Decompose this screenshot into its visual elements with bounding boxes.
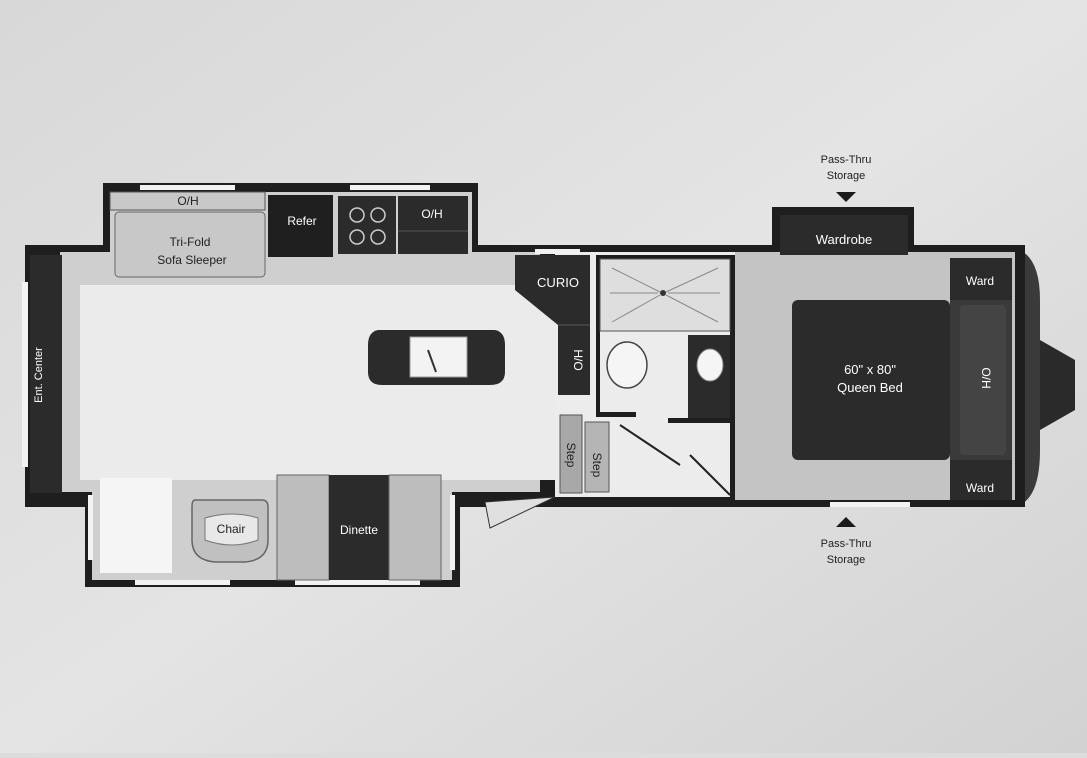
step-left-label: Step xyxy=(564,443,578,468)
curio-cabinet xyxy=(515,255,590,395)
dinette-bench-left xyxy=(276,474,330,581)
ward-bottom-label: Ward xyxy=(966,481,994,495)
bathroom xyxy=(596,255,735,500)
dinette-table xyxy=(329,475,389,580)
window xyxy=(350,185,430,190)
bath-sink-icon xyxy=(696,348,724,382)
refer-label: Refer xyxy=(287,214,316,228)
window xyxy=(22,282,28,467)
window xyxy=(295,580,420,585)
sofa-label-line2: Sofa Sleeper xyxy=(157,253,226,267)
pass-thru-arrow-bottom-icon xyxy=(836,517,856,527)
shower-drain-icon xyxy=(660,290,666,296)
window xyxy=(830,502,910,507)
window xyxy=(535,249,580,254)
burner xyxy=(349,229,365,245)
queen-bed xyxy=(792,300,950,460)
wardrobe-bottom xyxy=(950,460,1012,500)
step-right-label: Step xyxy=(590,453,604,478)
window xyxy=(140,185,235,190)
kitchen-cabinets xyxy=(109,191,468,278)
curio-area xyxy=(515,255,590,395)
pass-thru-bottom-label-line2: Storage xyxy=(827,554,866,566)
window xyxy=(135,580,230,585)
entry-door-swing xyxy=(100,478,172,573)
step-right xyxy=(584,421,610,493)
ho-curio-label: H/O xyxy=(571,349,585,370)
window xyxy=(88,495,93,560)
dinette-bench-right xyxy=(388,474,442,581)
window xyxy=(450,495,455,570)
pass-thru-top-label-line2: Storage xyxy=(827,170,866,182)
wardrobe-label: Wardrobe xyxy=(816,232,873,247)
entry-door xyxy=(484,496,556,529)
ward-top-label: Ward xyxy=(966,274,994,288)
pass-thru-top-label-line1: Pass-Thru xyxy=(821,154,872,166)
entertainment-center xyxy=(30,255,62,493)
faucet-icon xyxy=(427,349,437,373)
oh-cabinet-kitchen xyxy=(398,196,468,254)
sink-icon xyxy=(409,336,468,378)
bedroom xyxy=(792,258,1012,500)
toilet-icon xyxy=(606,341,648,389)
dinette-area xyxy=(100,474,442,581)
ent-center-label: Ent. Center xyxy=(33,347,45,403)
burner xyxy=(370,207,386,223)
wardrobe-top xyxy=(950,258,1012,300)
hitch xyxy=(1040,340,1075,430)
bed-size-label: 60" x 80" xyxy=(844,362,896,377)
pass-thru-bottom-label-line1: Pass-Thru xyxy=(821,538,872,550)
oh-cabinet-kitchen-label: O/H xyxy=(421,207,442,221)
curio-label: CURIO xyxy=(537,275,579,290)
sofa-label-line1: Tri-Fold xyxy=(170,235,211,249)
oh-cabinet-bed-label: O/H xyxy=(979,367,993,388)
oh-cabinet-sofa-label: O/H xyxy=(177,194,198,208)
refrigerator xyxy=(268,195,333,257)
burner xyxy=(370,229,386,245)
step-left xyxy=(559,414,583,494)
pass-thru-arrow-top-icon xyxy=(836,192,856,202)
bath-door-swing xyxy=(619,424,681,466)
windows xyxy=(22,185,910,585)
bed-label: Queen Bed xyxy=(837,380,903,395)
sofa-sleeper xyxy=(114,211,266,278)
oh-cabinet-sofa xyxy=(109,191,266,211)
wardrobe-cabinet xyxy=(780,215,908,255)
burner xyxy=(349,207,365,223)
chair-label: Chair xyxy=(217,522,246,536)
bath-door-swing xyxy=(689,454,731,496)
stove xyxy=(338,196,396,254)
dinette-label: Dinette xyxy=(340,523,378,537)
